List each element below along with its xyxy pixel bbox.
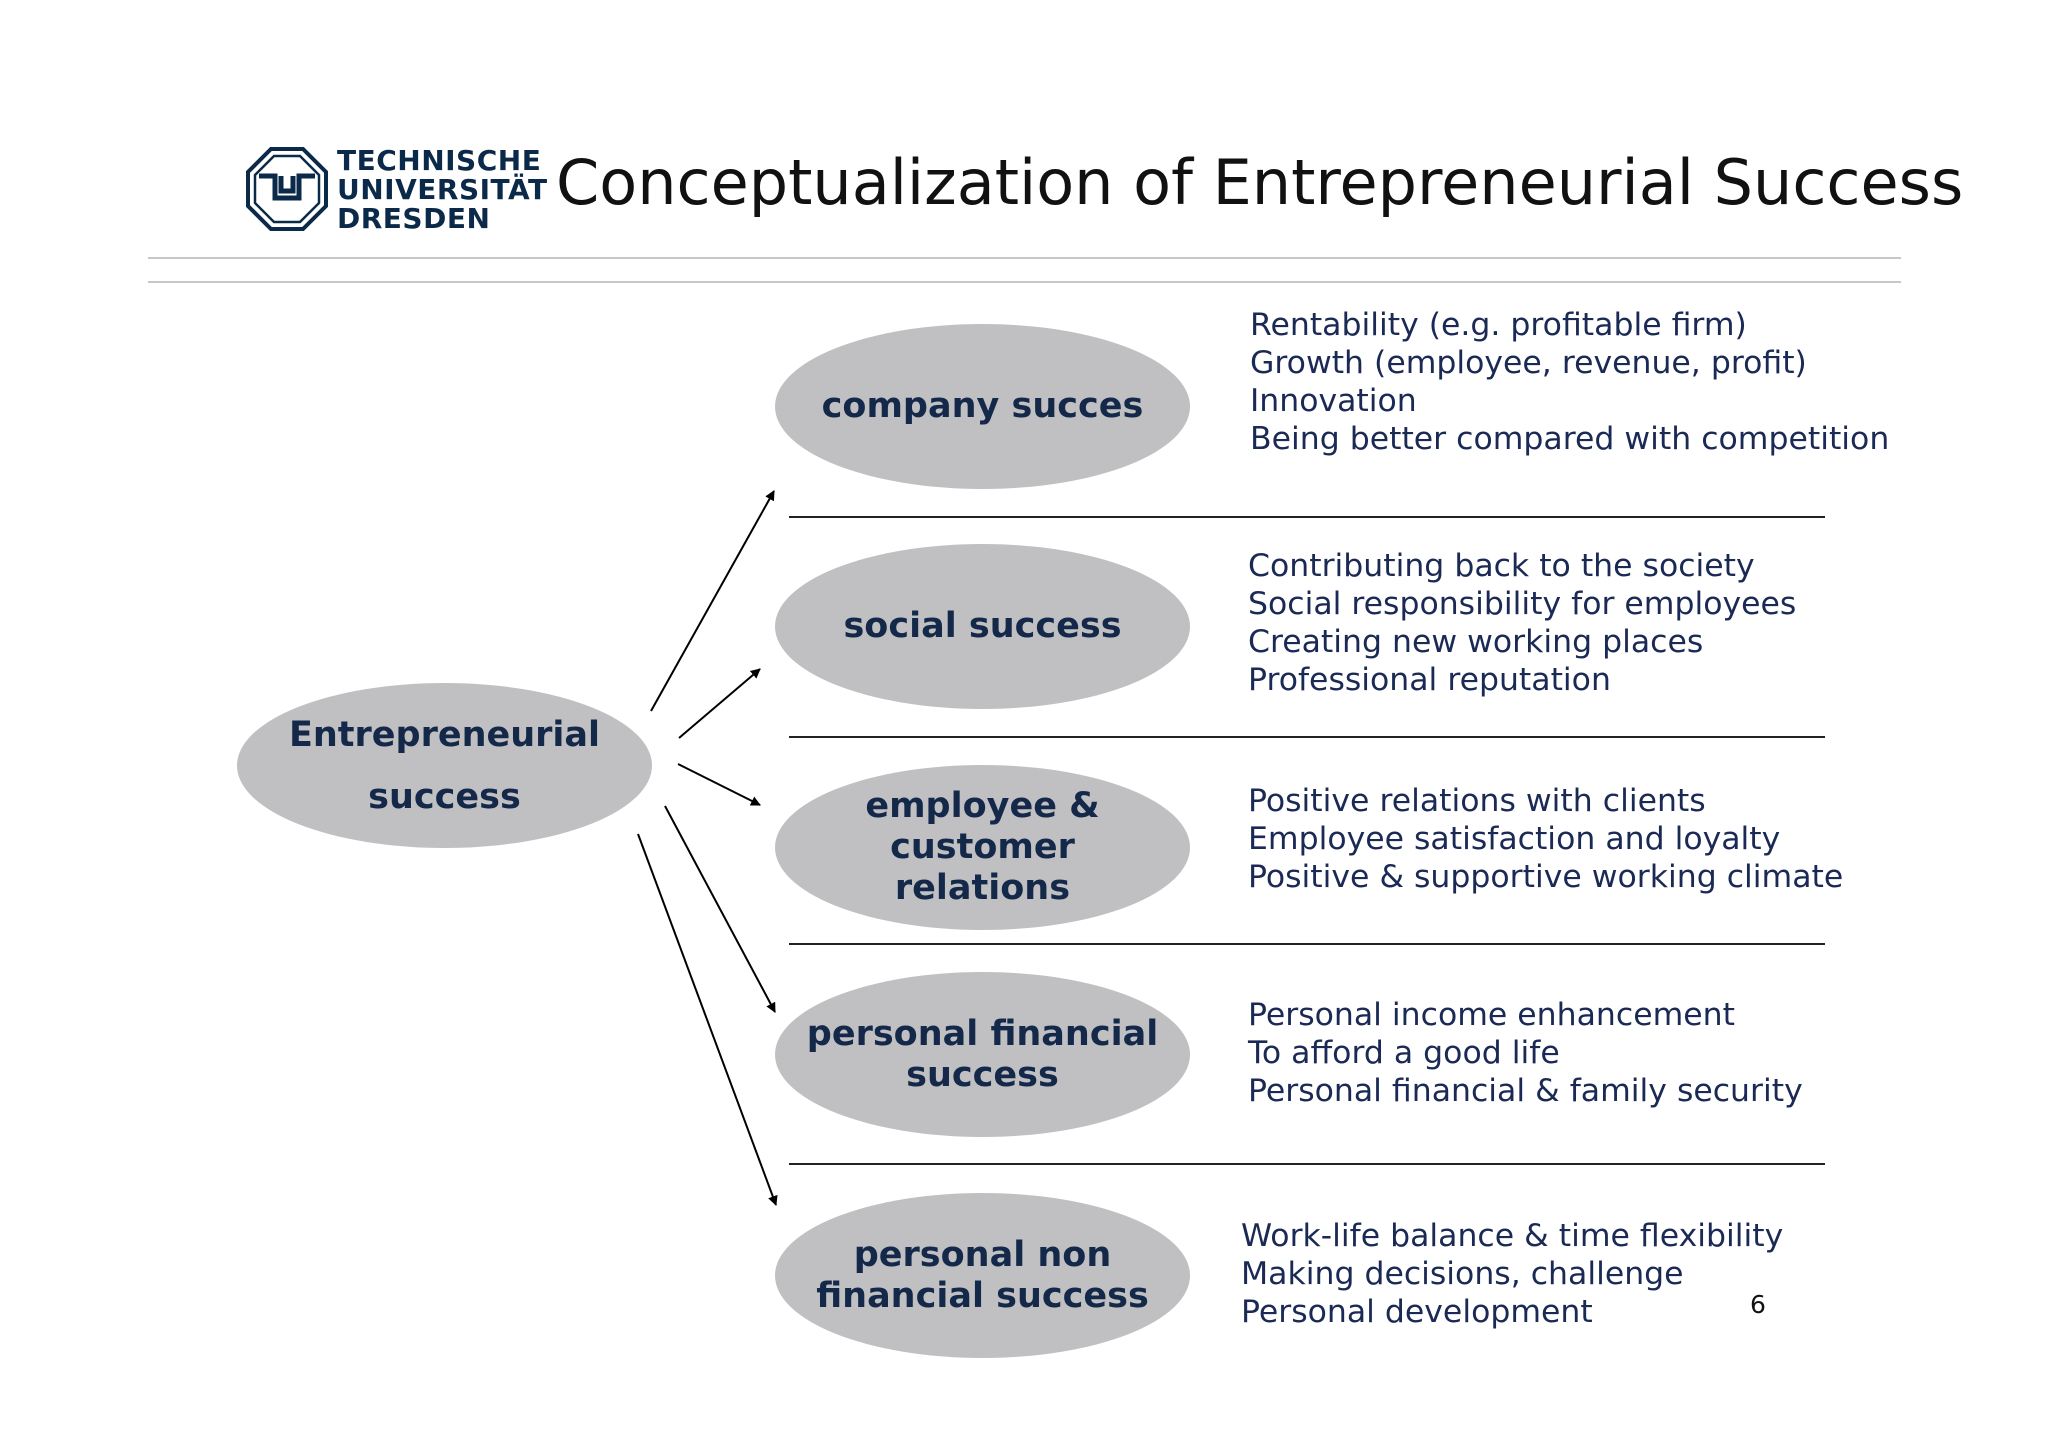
- description-item: Growth (employee, revenue, profit): [1250, 345, 1807, 381]
- description-item: To afford a good life: [1248, 1035, 1560, 1071]
- separator-3: [789, 943, 1825, 945]
- header-rule-bottom: [148, 281, 1901, 283]
- node-label: company succes: [821, 386, 1144, 426]
- node-label: employee & customer relations: [865, 786, 1100, 908]
- page-number: 6: [1750, 1290, 1766, 1319]
- root-node-entrepreneurial-success: Entrepreneurial success: [237, 683, 652, 848]
- description-list-employee-customer-relations: Positive relations with clients Employee…: [1248, 782, 1843, 896]
- description-item: Positive & supportive working climate: [1248, 859, 1844, 895]
- description-item: Rentability (e.g. profitable firm): [1250, 307, 1747, 343]
- node-social-success: social success: [775, 544, 1190, 709]
- university-logo: TECHNISCHE UNIVERSITÄT DRESDEN: [245, 146, 547, 236]
- separator-2: [789, 736, 1825, 738]
- description-item: Innovation: [1250, 383, 1417, 419]
- arrow-to-personal-financial: [664, 805, 776, 1013]
- university-seal-icon: [246, 147, 328, 231]
- description-item: Being better compared with competition: [1250, 421, 1890, 457]
- description-item: Professional reputation: [1248, 662, 1611, 698]
- logo-line: DRESDEN: [337, 202, 491, 235]
- arrow-to-social-success: [678, 668, 761, 739]
- arrow-to-personal-non-financial: [637, 833, 778, 1206]
- node-label: personal financial success: [806, 1013, 1159, 1095]
- description-item: Making decisions, challenge: [1241, 1256, 1684, 1292]
- description-item: Social responsibility for employees: [1248, 586, 1797, 622]
- arrow-to-relations: [677, 763, 761, 806]
- arrow-to-company-success: [650, 490, 775, 712]
- node-label: social success: [843, 606, 1122, 646]
- description-item: Employee satisfaction and loyalty: [1248, 821, 1781, 857]
- description-list-company-success: Rentability (e.g. profitable firm) Growt…: [1250, 306, 1889, 458]
- node-employee-customer-relations: employee & customer relations: [775, 765, 1190, 930]
- slide-title: Conceptualization of Entrepreneurial Suc…: [556, 146, 1964, 219]
- description-list-social-success: Contributing back to the society Social …: [1248, 547, 1796, 699]
- logo-line: TECHNISCHE: [337, 144, 542, 177]
- description-list-personal-non-financial-success: Work-life balance & time flexibility Mak…: [1241, 1217, 1783, 1331]
- description-item: Personal development: [1241, 1294, 1593, 1330]
- description-item: Positive relations with clients: [1248, 783, 1706, 819]
- header-rule-top: [148, 257, 1901, 259]
- node-label: personal non financial success: [816, 1234, 1149, 1316]
- node-company-success: company succes: [775, 324, 1190, 489]
- description-list-personal-financial-success: Personal income enhancement To afford a …: [1248, 996, 1803, 1110]
- separator-1: [789, 516, 1825, 518]
- description-item: Personal income enhancement: [1248, 997, 1735, 1033]
- node-personal-financial-success: personal financial success: [775, 972, 1190, 1137]
- description-item: Work-life balance & time flexibility: [1241, 1218, 1784, 1254]
- logo-wordmark: TECHNISCHE UNIVERSITÄT DRESDEN: [337, 146, 548, 233]
- description-item: Contributing back to the society: [1248, 548, 1755, 584]
- separator-4: [789, 1163, 1825, 1165]
- node-personal-non-financial-success: personal non financial success: [775, 1193, 1190, 1358]
- root-node-label: Entrepreneurial success: [288, 714, 601, 817]
- description-item: Personal financial & family security: [1248, 1073, 1803, 1109]
- description-item: Creating new working places: [1248, 624, 1704, 660]
- logo-line: UNIVERSITÄT: [337, 173, 548, 206]
